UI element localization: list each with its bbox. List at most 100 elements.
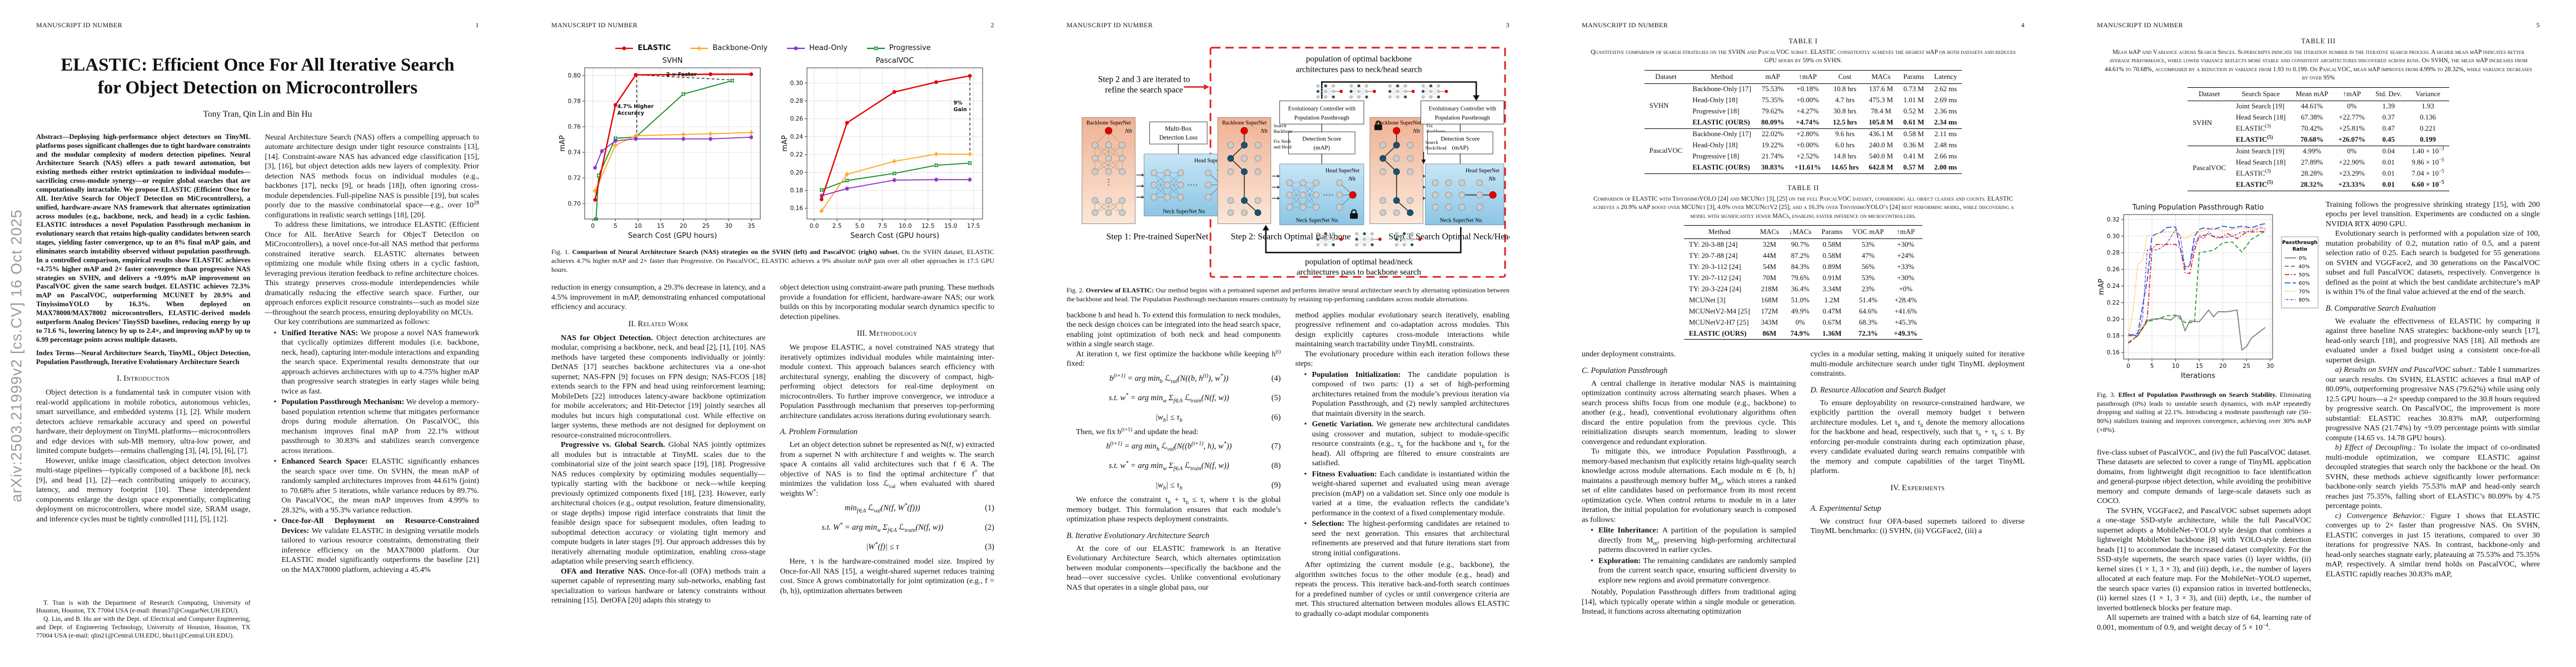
method-cell: MCUNetV2-M4 [25]	[1688, 307, 1750, 315]
marker-star	[845, 187, 849, 191]
y-tick-label: 0.78	[567, 98, 580, 104]
value-cell: +22.90%	[2339, 158, 2365, 167]
edge	[1383, 200, 1411, 213]
backbone-to-neck-arrows	[1136, 173, 1144, 199]
value-cell: +41.6%	[1894, 307, 1917, 315]
node	[1254, 155, 1262, 162]
footnote: T. Tran is with the Department of Resear…	[36, 592, 251, 640]
method-cell: ELASTIC(3)	[2235, 123, 2271, 133]
y-tick-label: 0.80	[567, 72, 580, 79]
paragraph: Let an object detection subnet be repres…	[780, 440, 995, 499]
caption-text: Our method begins with a pretrained supe…	[1067, 286, 1509, 303]
value-cell: 86M	[1762, 329, 1777, 337]
node	[1092, 142, 1099, 148]
page-number: 4	[2021, 21, 2025, 29]
subsection-heading: B. Comparative Search Evaluation	[2325, 303, 2436, 313]
value-cell: +4.74%	[1796, 118, 1820, 127]
value-cell: 0.89M	[1822, 262, 1842, 271]
equation-number: (7)	[1271, 442, 1281, 451]
node	[1363, 243, 1366, 247]
bullet-lead: Elite Inheritance:	[1598, 526, 1662, 535]
node	[1332, 237, 1336, 241]
marker-circle	[968, 74, 971, 78]
loss-label-1: Multi-Box	[1165, 126, 1192, 132]
value-cell: 2.66 ms	[1934, 152, 1957, 161]
legend-title: Passthrough	[2282, 240, 2318, 246]
marker-circle	[845, 121, 849, 125]
head-supernet-label: Head SuperNet	[1194, 158, 1228, 164]
node	[1324, 89, 1328, 93]
edge	[1351, 91, 1359, 97]
edge	[1389, 91, 1398, 97]
paragraph: To mitigate this, we introduce Populatio…	[1582, 447, 1796, 525]
bullet-text: A partition of the population is sampled…	[1598, 526, 1796, 555]
equation-number: (2)	[985, 523, 994, 532]
value-cell: 64.6%	[1858, 307, 1877, 315]
column-header: Params	[1816, 225, 1848, 240]
paragraph: a) Results on SVHN and PascalVOC subset.…	[2326, 365, 2540, 443]
paragraph-text: backbone b and head h. To extend this fo…	[1067, 311, 1281, 349]
fix-backbone-label-1: Fix	[1427, 123, 1433, 128]
column-header: MACs	[1755, 225, 1784, 240]
value-cell: 27.89%	[2301, 158, 2323, 167]
value-cell: +0.00%	[1796, 141, 1819, 150]
node	[1332, 243, 1336, 247]
legend-marker	[866, 46, 885, 50]
method-cell: Joint Search [19]	[2230, 145, 2291, 157]
value-cell: 75.35%	[1761, 96, 1784, 104]
value-cell: 0.73 M	[1903, 85, 1924, 93]
node	[1286, 179, 1293, 186]
value-cell: 540.0 M	[1869, 152, 1894, 161]
x-tick-label: 30	[725, 223, 732, 230]
node	[1150, 193, 1158, 201]
search-neckhead-label-1: Search	[1426, 140, 1439, 145]
x-tick-label: 25	[702, 223, 709, 230]
fig2-note-line2: refine the search space	[1105, 85, 1183, 94]
head-symbol: Nh	[1488, 176, 1496, 182]
bullet-lead: Enhanced Search Space:	[281, 457, 372, 466]
section-title: Related Work	[637, 319, 689, 328]
manuscript-id: MANUSCRIPT ID NUMBER	[2097, 21, 2184, 29]
marker-circle	[892, 90, 896, 94]
y-tick-label: 0.16	[790, 205, 803, 212]
fix-neckhead-label-2: and Head	[1274, 144, 1292, 150]
x-tick-label: 17.5	[966, 223, 979, 230]
x-tick-label: 15	[2195, 363, 2203, 370]
column-header: Dataset	[1644, 70, 1688, 84]
value-cell: 0%	[1795, 318, 1805, 326]
value-cell: 72.3%	[1858, 329, 1878, 337]
value-cell: 19.22%	[1761, 141, 1784, 150]
bullet-text: The candidate population is composed of …	[1312, 370, 1510, 418]
node	[1316, 89, 1320, 93]
paragraph-lead: NAS for Object Detection.	[561, 334, 656, 342]
node	[1105, 197, 1112, 204]
x-tick-label: 7.5	[878, 223, 887, 230]
table3-caption: Mean mAP and Variance across Search Spac…	[2105, 49, 2532, 82]
caption-label: Fig. 3.	[2097, 390, 2119, 399]
method-cell: Progressive [18]	[1692, 152, 1740, 161]
path-node	[1240, 142, 1248, 148]
x-axis-label: Search Cost (GPU hours)	[627, 232, 716, 240]
edge	[1230, 200, 1258, 213]
node	[1227, 142, 1234, 148]
paragraph: object detection using constraint-aware …	[780, 283, 995, 322]
node	[1316, 84, 1320, 88]
value-cell: 1.39	[2382, 102, 2395, 111]
path-node	[1407, 209, 1414, 216]
node	[1119, 209, 1126, 216]
figure2-diagram: Step 2 and 3 are iterated to refine the …	[1082, 47, 1509, 278]
node	[1437, 84, 1441, 88]
node	[1349, 89, 1353, 93]
ellipsis-dot	[1332, 194, 1333, 196]
path-node	[1240, 168, 1248, 175]
paragraph-text: We construct four OFA-based supernets ta…	[1810, 517, 2025, 536]
neckhead-network-searched	[1432, 179, 1497, 211]
y-tick-label: 0.26	[790, 116, 803, 122]
value-cell: 168M	[1761, 296, 1778, 304]
paragraph-lead: b) Effect of Decoupling.:	[2335, 444, 2419, 452]
node	[1410, 243, 1414, 247]
table1-block: TABLE I Quantitative comparison of searc…	[1582, 37, 2025, 174]
